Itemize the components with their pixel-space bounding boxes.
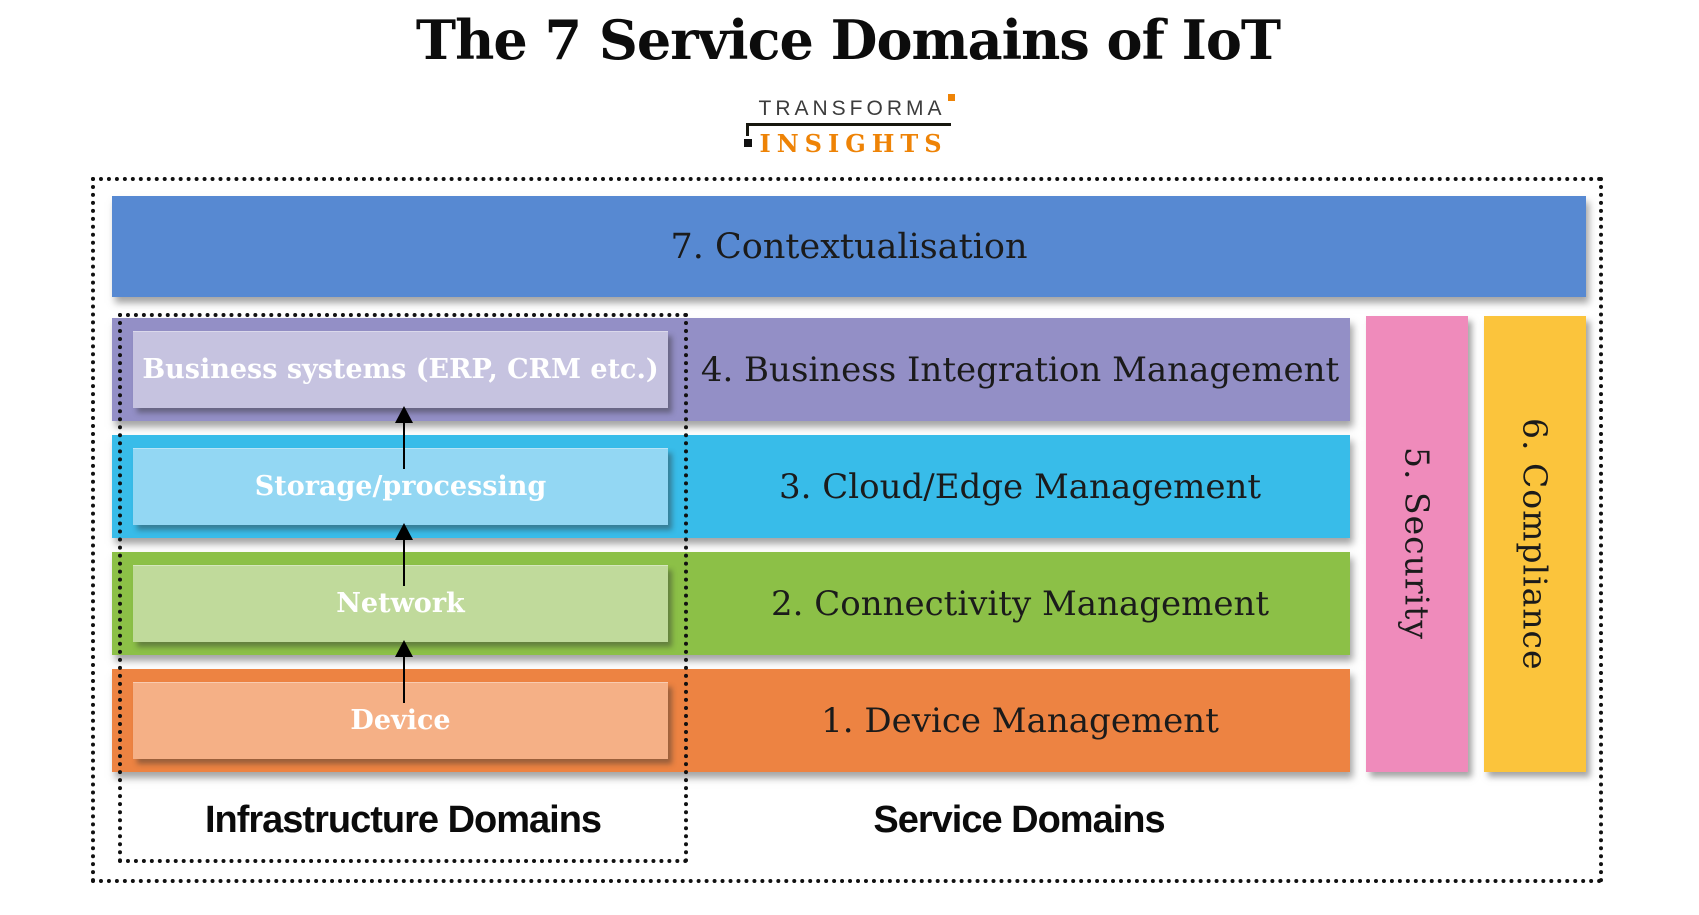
service-domains-label: Service Domains bbox=[873, 799, 1165, 841]
logo-insights-text: INSIGHTS bbox=[743, 126, 951, 158]
logo-orange-square-icon bbox=[947, 94, 955, 101]
arrow-head bbox=[395, 406, 413, 423]
row-business-integration: Business systems (ERP, CRM etc.) 4. Busi… bbox=[112, 318, 1350, 421]
logo-transforma-word: TRANSFORMA bbox=[758, 97, 946, 120]
outer-dotted-border bbox=[91, 177, 1603, 883]
row-label-business-integration: 4. Business Integration Management bbox=[700, 349, 1340, 390]
bar-contextualisation: 7. Contextualisation bbox=[112, 196, 1586, 297]
logo-inner: TRANSFORMA INSIGHTS bbox=[743, 94, 955, 158]
arrow-head bbox=[395, 640, 413, 657]
logo-insights-word: INSIGHTS bbox=[759, 129, 948, 158]
row-device-management: Device 1. Device Management bbox=[112, 669, 1350, 772]
logo-connector-line bbox=[745, 126, 749, 136]
row-label-cloud-edge: 3. Cloud/Edge Management bbox=[778, 466, 1262, 507]
row-label-connectivity: 2. Connectivity Management bbox=[770, 583, 1270, 624]
row-connectivity: Network 2. Connectivity Management bbox=[112, 552, 1350, 655]
infra-box-device: Device bbox=[133, 682, 668, 759]
transforma-insights-logo: TRANSFORMA INSIGHTS bbox=[90, 94, 1606, 158]
bar-compliance: 6. Compliance bbox=[1484, 316, 1586, 772]
bar-compliance-label: 6. Compliance bbox=[1515, 417, 1555, 671]
infra-box-business-systems-label: Business systems (ERP, CRM etc.) bbox=[142, 354, 659, 385]
infra-box-network-label: Network bbox=[336, 588, 465, 619]
page-title: The 7 Service Domains of IoT bbox=[415, 8, 1281, 72]
infra-box-storage-processing-label: Storage/processing bbox=[254, 471, 547, 502]
infrastructure-domains-label: Infrastructure Domains bbox=[204, 799, 602, 841]
arrow-line bbox=[403, 657, 405, 703]
arrow-up-device-to-network-icon bbox=[395, 640, 413, 703]
arrow-line bbox=[403, 423, 405, 469]
arrow-head bbox=[395, 523, 413, 540]
arrow-line bbox=[403, 540, 405, 586]
arrow-up-storage-to-business-icon bbox=[395, 406, 413, 469]
infra-box-network: Network bbox=[133, 565, 668, 642]
bar-contextualisation-label: 7. Contextualisation bbox=[670, 226, 1028, 267]
infra-box-device-label: Device bbox=[350, 705, 451, 736]
infrastructure-dotted-border bbox=[118, 313, 688, 863]
arrow-up-network-to-storage-icon bbox=[395, 523, 413, 586]
logo-transforma-text: TRANSFORMA bbox=[745, 94, 955, 126]
logo-black-square-icon bbox=[743, 139, 752, 147]
row-label-device-management: 1. Device Management bbox=[821, 700, 1219, 741]
infra-box-business-systems: Business systems (ERP, CRM etc.) bbox=[133, 331, 668, 408]
infra-box-storage-processing: Storage/processing bbox=[133, 448, 668, 525]
bar-security: 5. Security bbox=[1366, 316, 1468, 772]
bar-security-label: 5. Security bbox=[1397, 447, 1437, 641]
row-cloud-edge: Storage/processing 3. Cloud/Edge Managem… bbox=[112, 435, 1350, 538]
